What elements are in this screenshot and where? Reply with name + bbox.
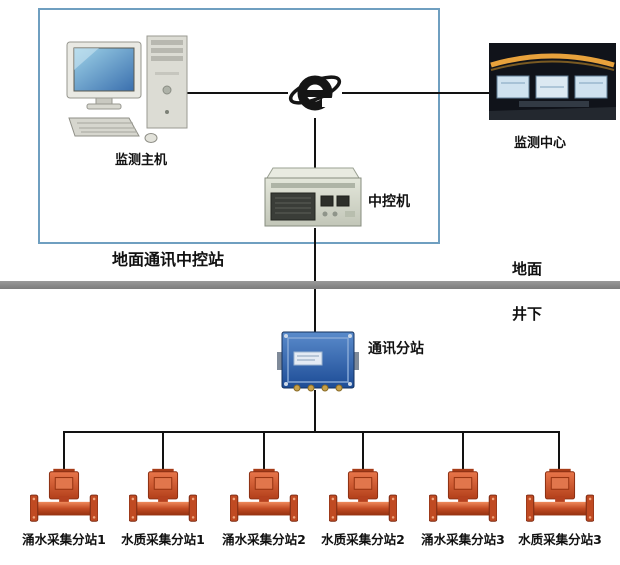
drop-line-5 (462, 431, 464, 469)
connector-control-substation (314, 228, 316, 332)
monitor-center-node (489, 43, 616, 124)
ground-label: 地面 (512, 260, 543, 278)
station-node-3 (229, 468, 299, 530)
drop-line-3 (263, 431, 265, 469)
station-label-6: 水质采集分站3 (518, 532, 602, 547)
station-label-3: 涌水采集分站2 (222, 532, 306, 547)
monitor-center-label: 监测中心 (514, 136, 567, 151)
connector-internet-control (314, 118, 316, 168)
connector-internet-center (342, 92, 490, 94)
ground-station-box (38, 8, 440, 244)
ground-divider-bar (0, 281, 620, 289)
drop-line-6 (558, 431, 560, 469)
connector-host-internet (185, 92, 288, 94)
station-node-2 (128, 468, 198, 530)
station-node-4 (328, 468, 398, 530)
station-label-5: 涌水采集分站3 (421, 532, 505, 547)
desktop-computer-illustration (66, 35, 188, 143)
internet-node (286, 62, 344, 124)
substation-label: 通讯分站 (368, 341, 424, 357)
monitor-host-label: 监测主机 (114, 153, 167, 168)
substation-box-illustration (277, 331, 359, 392)
connector-substation-bus (314, 390, 316, 432)
flow-meter-illustration (128, 468, 198, 522)
station-label-2: 水质采集分站1 (121, 532, 205, 547)
drop-line-2 (162, 431, 164, 469)
control-machine-label: 中控机 (368, 194, 410, 210)
station-label-4: 水质采集分站2 (321, 532, 405, 547)
rack-server-illustration (264, 167, 362, 227)
flow-meter-illustration (428, 468, 498, 522)
control-room-illustration (489, 43, 616, 120)
flow-meter-illustration (328, 468, 398, 522)
drop-line-4 (362, 431, 364, 469)
internet-e-icon (288, 75, 342, 111)
substation-node (277, 330, 359, 396)
station-node-6 (525, 468, 595, 530)
station-label-1: 涌水采集分站1 (22, 532, 106, 547)
flow-meter-illustration (29, 468, 99, 522)
flow-meter-illustration (525, 468, 595, 522)
monitor-host-node (63, 34, 193, 150)
ground-station-title: 地面通讯中控站 (112, 250, 225, 269)
drop-line-1 (63, 431, 65, 469)
station-node-1 (29, 468, 99, 530)
flow-meter-illustration (229, 468, 299, 522)
control-machine-node (263, 166, 363, 232)
station-node-5 (428, 468, 498, 530)
bus-line (63, 431, 560, 433)
underground-label: 井下 (512, 305, 543, 323)
